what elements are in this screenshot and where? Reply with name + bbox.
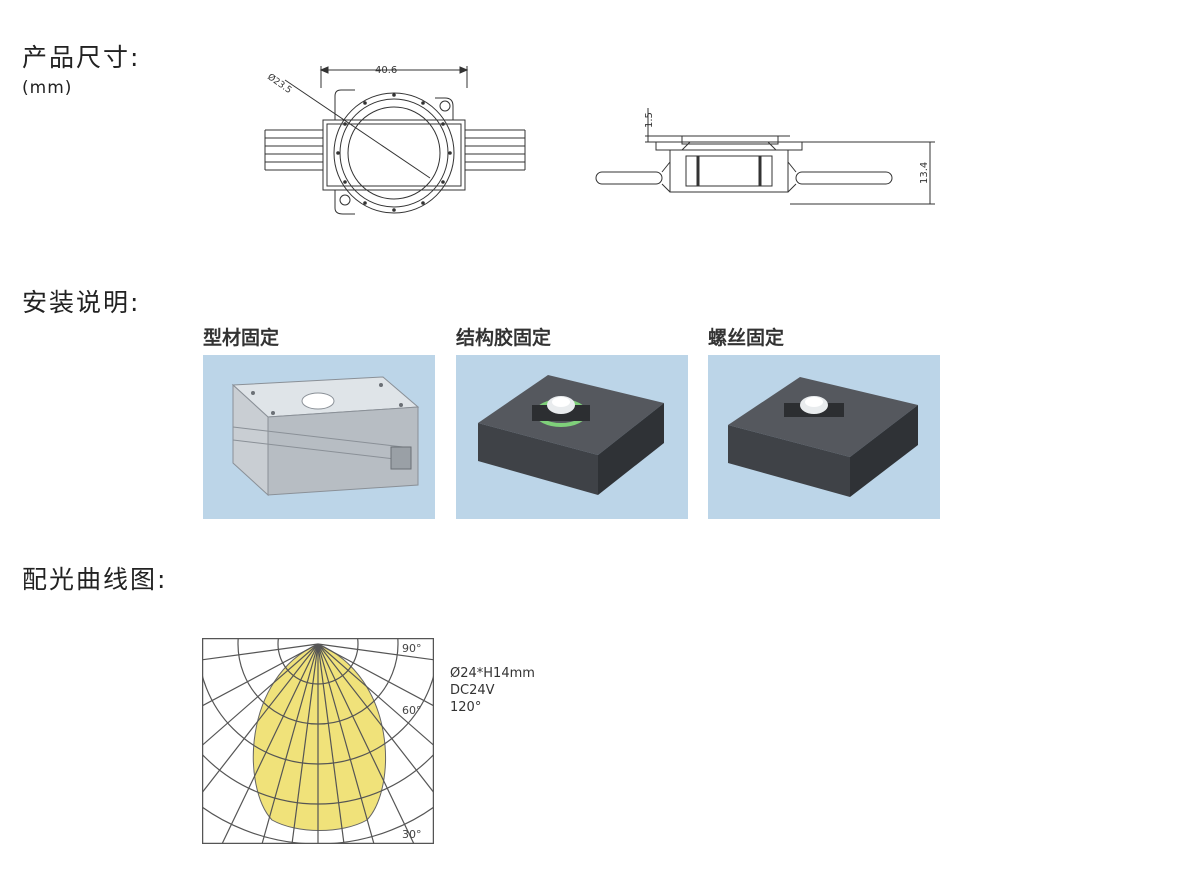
side-view-drawing: 1.5 13.4	[595, 108, 935, 205]
glue-illustration	[478, 375, 664, 495]
width-label: 40.6	[375, 65, 397, 76]
install-card-screw	[708, 355, 940, 519]
angle-label-60: 60°	[402, 704, 422, 717]
diameter-label: Ø23.5	[265, 71, 294, 96]
height-label: 13.4	[919, 162, 930, 184]
polar-diagram: 90° 60° 30°	[202, 638, 434, 844]
spec-voltage: DC24V	[450, 683, 495, 698]
light-title: 配光曲线图:	[22, 565, 168, 594]
install-card-label-profile: 型材固定	[203, 327, 280, 349]
install-card-label-screw: 螺丝固定	[708, 327, 785, 349]
install-card-profile	[203, 355, 435, 519]
angle-label-90: 90°	[402, 642, 422, 655]
install-title: 安装说明:	[22, 288, 141, 317]
screw-illustration	[728, 377, 918, 497]
install-card-label-glue: 结构胶固定	[456, 327, 552, 349]
front-view-drawing: 40.6 Ø23.5	[264, 65, 526, 215]
profile-illustration	[231, 376, 420, 497]
top-offset-label: 1.5	[644, 112, 655, 128]
angle-label-30: 30°	[402, 828, 422, 841]
install-card-glue	[456, 355, 688, 519]
dimensions-title: 产品尺寸:	[22, 43, 141, 72]
spec-angle: 120°	[450, 700, 482, 715]
spec-size: Ø24*H14mm	[450, 666, 535, 681]
dimensions-unit: (mm)	[22, 78, 73, 98]
